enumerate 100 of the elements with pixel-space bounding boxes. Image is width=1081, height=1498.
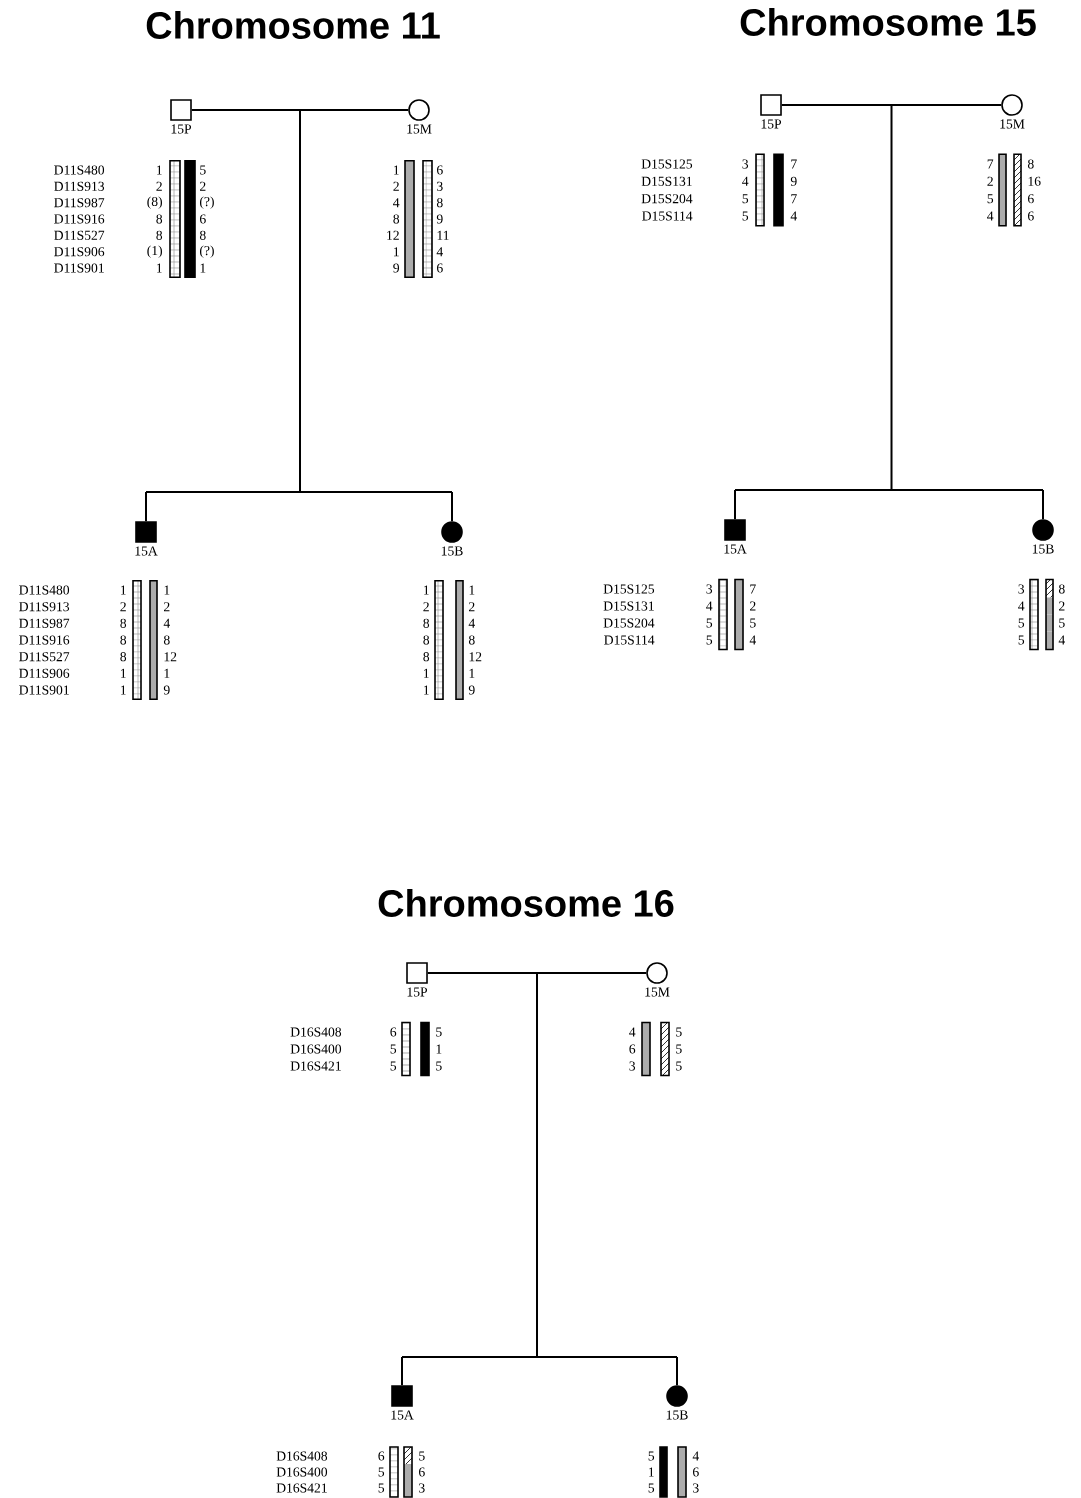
allele-number: 4 — [468, 618, 475, 628]
marker-name: D15S125 — [641, 159, 693, 169]
marker-name: D15S204 — [603, 618, 655, 628]
allele-number: 12 — [469, 652, 482, 662]
allele-number: 8 — [423, 618, 430, 628]
allele-number: 5 — [987, 194, 994, 204]
allele-number: 4 — [790, 211, 797, 221]
allele-number: 5 — [436, 1027, 442, 1037]
allele-number: 5 — [1018, 635, 1025, 645]
person-id: 15P — [761, 119, 782, 129]
allele-number: 4 — [436, 247, 443, 257]
marker-name: D16S408 — [290, 1027, 342, 1037]
person-id: 15B — [1032, 544, 1054, 554]
allele-number: 6 — [390, 1027, 397, 1037]
allele-number: 8 — [120, 635, 127, 645]
marker-name: D15S114 — [642, 211, 693, 221]
chromosome-heading: Chromosome 15 — [740, 8, 1036, 36]
allele-number: 1 — [394, 247, 399, 257]
allele-number: 2 — [120, 602, 126, 612]
allele-number: 7 — [791, 159, 797, 169]
allele-number: 3 — [706, 584, 713, 594]
allele-number: 5 — [648, 1483, 655, 1493]
allele-number: 8 — [1058, 584, 1065, 594]
allele-number: 4 — [749, 635, 756, 645]
allele-number: 1 — [436, 1044, 442, 1054]
allele-number: 3 — [742, 159, 749, 169]
marker-name: D15S131 — [641, 176, 692, 186]
allele-number: 4 — [163, 618, 170, 628]
allele-number: 9 — [468, 685, 475, 695]
allele-number: 2 — [156, 181, 162, 191]
allele-number: 1 — [121, 585, 126, 595]
marker-name: D16S400 — [290, 1044, 342, 1054]
allele-number: 5 — [676, 1061, 682, 1071]
person-id: 15P — [171, 124, 192, 134]
marker-name: D11S906 — [19, 668, 70, 678]
marker-name: D11S901 — [54, 263, 104, 273]
marker-name: D11S906 — [54, 247, 105, 257]
person-id: 15M — [1000, 119, 1025, 129]
allele-number: 6 — [1028, 194, 1034, 204]
allele-number: 6 — [437, 263, 443, 273]
allele-number: 6 — [1028, 211, 1034, 221]
allele-number: (1) — [147, 245, 162, 258]
marker-name: D16S400 — [276, 1467, 328, 1477]
marker-name: D15S131 — [603, 601, 654, 611]
marker-name: D16S421 — [276, 1483, 327, 1493]
marker-name: D16S421 — [290, 1061, 341, 1071]
allele-number: 6 — [629, 1044, 636, 1054]
allele-number: 9 — [436, 214, 443, 224]
allele-number: 4 — [393, 198, 400, 208]
allele-number: 3 — [693, 1483, 699, 1493]
allele-number: 5 — [676, 1044, 682, 1054]
allele-number: 8 — [120, 652, 127, 662]
allele-number: 5 — [378, 1467, 385, 1477]
allele-number: 4 — [706, 601, 713, 611]
allele-number: 1 — [469, 585, 475, 595]
allele-number: 3 — [437, 181, 443, 191]
allele-number: 7 — [791, 194, 797, 204]
allele-number: 1 — [121, 685, 126, 695]
allele-number: 5 — [676, 1027, 682, 1037]
person-id: 15B — [441, 546, 463, 556]
allele-number: 8 — [423, 635, 430, 645]
allele-number: 1 — [469, 668, 475, 678]
allele-number: 5 — [200, 165, 206, 175]
allele-number: 8 — [120, 618, 127, 628]
allele-number: 3 — [629, 1061, 636, 1071]
allele-number: 4 — [1018, 601, 1025, 611]
allele-number: 1 — [424, 685, 429, 695]
marker-name: D11S913 — [19, 602, 70, 612]
allele-number: 1 — [394, 165, 399, 175]
allele-number: 6 — [693, 1467, 699, 1477]
person-id: 15M — [645, 987, 670, 997]
allele-number: 8 — [393, 214, 400, 224]
allele-number: 5 — [742, 211, 749, 221]
allele-number: 8 — [199, 230, 206, 240]
allele-number: 5 — [750, 618, 756, 628]
allele-number: 5 — [390, 1061, 397, 1071]
allele-number: 1 — [424, 585, 429, 595]
pedigree-line — [145, 109, 453, 523]
allele-number: 5 — [390, 1044, 397, 1054]
allele-number: 6 — [200, 214, 206, 224]
allele-number: (?) — [200, 196, 214, 209]
marker-name: D11S901 — [19, 685, 69, 695]
marker-name: D15S114 — [604, 635, 655, 645]
allele-number: 5 — [378, 1483, 385, 1493]
marker-name: D11S913 — [54, 181, 105, 191]
allele-number: 1 — [157, 263, 162, 273]
allele-number: 8 — [423, 652, 430, 662]
allele-number: 2 — [987, 176, 993, 186]
allele-number: 9 — [790, 176, 797, 186]
person-id: 15M — [407, 124, 432, 134]
allele-number: 5 — [436, 1061, 442, 1071]
allele-number: 5 — [419, 1451, 425, 1461]
allele-number: 1 — [121, 668, 126, 678]
allele-number: (?) — [200, 245, 214, 258]
allele-number: 8 — [156, 214, 163, 224]
marker-name: D11S987 — [19, 618, 70, 628]
allele-number: 5 — [1059, 618, 1065, 628]
marker-name: D11S987 — [54, 198, 105, 208]
allele-number: 16 — [1028, 176, 1041, 186]
marker-name: D15S125 — [603, 584, 655, 594]
